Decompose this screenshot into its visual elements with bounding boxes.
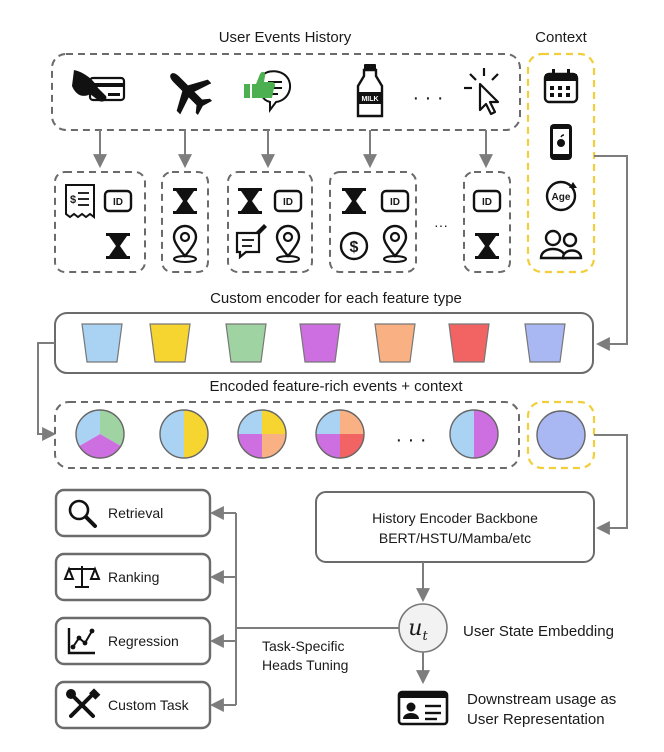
id-card-icon: ID: [472, 189, 502, 213]
context-title: Context: [535, 29, 588, 46]
credit-card-payment-icon: [72, 70, 126, 102]
task-ranking-label: Ranking: [108, 569, 159, 585]
svg-text:$: $: [350, 239, 359, 256]
heads-label-line2: Heads Tuning: [262, 657, 348, 673]
task-retrieval-label: Retrieval: [108, 505, 163, 521]
users-demographic-icon: [539, 229, 583, 260]
tools-icon: [66, 688, 101, 718]
id-label: ID: [390, 197, 400, 208]
svg-text:$: $: [70, 194, 76, 206]
location-pin-icon: [275, 224, 301, 263]
hourglass-icon: [106, 233, 130, 259]
age-icon: Age: [545, 180, 577, 212]
downstream-line2: User Representation: [467, 711, 605, 728]
encoder-trapezoid-purple: [299, 323, 341, 363]
hourglass-icon: [238, 188, 262, 214]
feature-group-4: [329, 171, 417, 273]
task-regression-box: [54, 616, 212, 666]
heads-label-line1: Task-Specific: [262, 638, 344, 654]
id-card-icon: ID: [273, 189, 303, 213]
encoded-event-3: [237, 409, 287, 459]
user-events-history-box: [51, 53, 521, 131]
custom-encoder-title: Custom encoder for each feature type: [210, 290, 462, 307]
hourglass-icon: [342, 188, 366, 214]
encoded-event-4: [315, 409, 365, 459]
feature-group-5: [463, 171, 511, 273]
feature-group-2: [161, 171, 209, 273]
context-box: [526, 52, 596, 274]
comment-edit-icon: [235, 224, 267, 260]
history-ellipsis: · · ·: [412, 87, 443, 109]
encoder-trapezoids: [81, 323, 566, 363]
history-encoder-backbone-box: [315, 491, 595, 563]
feature-ellipsis: ···: [434, 217, 448, 233]
encoded-events-title: Encoded feature-rich events + context: [209, 378, 463, 395]
task-custom-label: Custom Task: [108, 697, 190, 713]
task-regression-label: Regression: [108, 633, 179, 649]
user-state-node: [398, 603, 448, 653]
user-state-symbol: ut: [408, 616, 428, 644]
task-custom-box: [54, 680, 212, 730]
user-profile-card-icon: [397, 690, 449, 726]
airplane-icon: [170, 73, 213, 116]
encoder-trapezoid-yellow: [149, 323, 191, 363]
click-cursor-icon: [464, 68, 500, 116]
milk-bottle-icon: MILK: [356, 64, 384, 118]
milk-label: MILK: [361, 96, 378, 103]
line-chart-icon: [67, 628, 95, 655]
encoder-to-encoded-arrow: [37, 342, 57, 441]
scale-icon: [63, 566, 101, 588]
id-card-icon: ID: [103, 189, 133, 213]
age-label: Age: [552, 192, 571, 203]
encoder-trapezoid-lavender: [524, 323, 566, 363]
encoder-trapezoid-blue: [81, 323, 123, 363]
event-down-arrows: [93, 130, 493, 169]
user-state-label: User State Embedding: [463, 623, 614, 640]
mobile-phone-icon: [550, 124, 572, 160]
backbone-subtitle: BERT/HSTU/Mamba/etc: [379, 530, 531, 546]
encoded-ellipsis: · · ·: [395, 429, 426, 451]
feature-group-1: [54, 171, 146, 273]
location-pin-icon: [382, 224, 408, 263]
task-ranking-box: [54, 552, 212, 602]
magnifier-icon: [68, 499, 97, 528]
encoder-trapezoid-green: [225, 323, 267, 363]
id-label: ID: [283, 197, 293, 208]
context-to-encoder-arrow: [594, 155, 628, 351]
receipt-icon: $: [65, 184, 95, 219]
encoded-events-box: [54, 401, 520, 469]
encoded-context-circle: [536, 410, 586, 460]
review-feedback-icon: [244, 70, 292, 113]
encoded-event-2: [159, 409, 209, 459]
encoded-event-5: [449, 409, 499, 459]
backbone-title: History Encoder Backbone: [372, 510, 538, 526]
encoded-event-1: [75, 409, 125, 459]
task-retrieval-box: [54, 488, 212, 538]
hourglass-icon: [475, 233, 499, 259]
id-card-icon: ID: [380, 189, 410, 213]
hourglass-icon: [173, 188, 197, 214]
calendar-icon: [543, 69, 579, 104]
feature-group-3: [227, 171, 313, 273]
downstream-line1: Downstream usage as: [467, 691, 616, 708]
id-label: ID: [113, 197, 123, 208]
location-pin-icon: [172, 224, 198, 263]
user-events-history-title: User Events History: [219, 29, 352, 46]
id-label: ID: [482, 197, 492, 208]
dollar-coin-icon: $: [339, 231, 369, 261]
encoded-to-backbone-arrow: [594, 434, 628, 535]
encoder-trapezoid-orange: [374, 323, 416, 363]
encoder-trapezoid-red: [448, 323, 490, 363]
